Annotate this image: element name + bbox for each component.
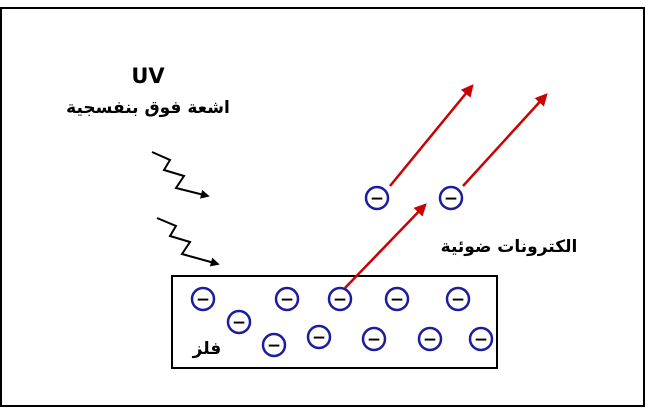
electron-icon: − [438, 185, 464, 211]
electron-sign: − [390, 290, 404, 310]
electron-sign: − [444, 189, 458, 209]
zigzag-arrow-icon [151, 151, 210, 199]
red-arrow-icon [389, 84, 474, 187]
electron-icon: − [226, 309, 252, 335]
electron-icon: − [361, 326, 387, 352]
electron-sign: − [312, 328, 326, 348]
electron-icon: − [364, 185, 390, 211]
electron-sign: − [196, 290, 210, 310]
electron-icon: − [384, 286, 410, 312]
electron-icon: − [327, 286, 353, 312]
outer-frame [0, 7, 645, 407]
electron-sign: − [267, 336, 281, 356]
red-arrow-icon [462, 93, 548, 187]
electron-icon: − [417, 326, 443, 352]
red-arrow-icon [344, 203, 427, 289]
electron-icon: − [306, 324, 332, 350]
electron-icon: − [445, 286, 471, 312]
metal-label: فلز [192, 339, 222, 359]
electron-sign: − [423, 330, 437, 350]
electron-icon: − [261, 332, 287, 358]
uv-label: UV [131, 64, 165, 88]
electron-sign: − [367, 330, 381, 350]
electron-icon: − [468, 326, 494, 352]
uv-arabic-label: اشعة فوق بنفسجية [66, 98, 230, 118]
electron-sign: − [232, 313, 246, 333]
electron-sign: − [474, 330, 488, 350]
electron-sign: − [333, 290, 347, 310]
electron-sign: − [370, 189, 384, 209]
zigzag-arrow-icon [156, 217, 220, 267]
electron-sign: − [280, 290, 294, 310]
electron-sign: − [451, 290, 465, 310]
photoelectrons-label: الكترونات ضوئية [441, 237, 578, 257]
electron-icon: − [190, 286, 216, 312]
electron-icon: − [274, 286, 300, 312]
